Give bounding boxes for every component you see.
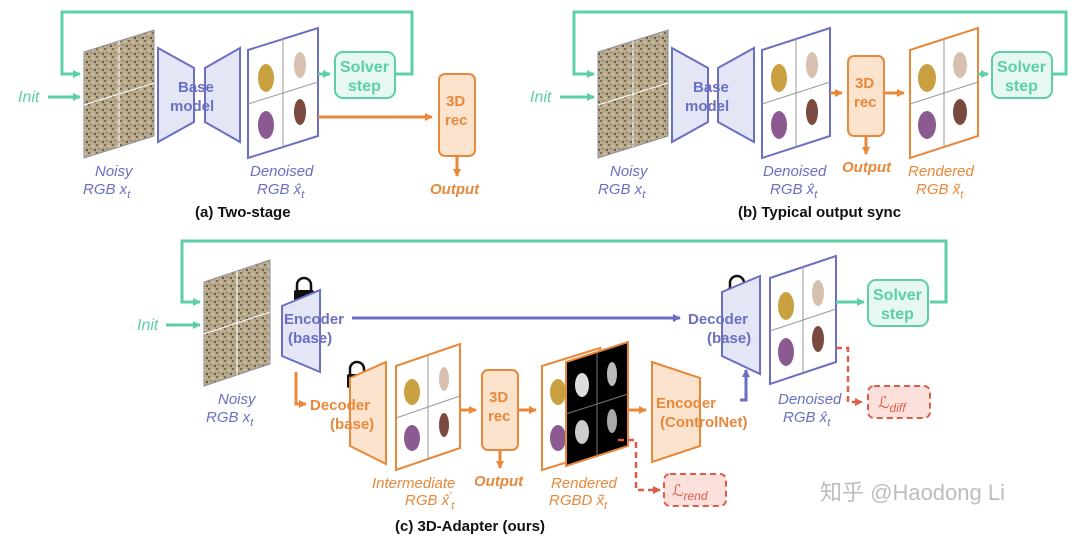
solver-step-c (867, 279, 929, 327)
watermark: 知乎 @Haodong Li (820, 480, 1005, 505)
controlnet-label-1: Encoder (656, 395, 716, 412)
encoder-controlnet (651, 360, 701, 464)
output-label-a: Output (430, 181, 480, 198)
rendered-label-c-2: RGBD x̃t (549, 492, 608, 512)
solver-label-a-2: step (348, 78, 381, 95)
solver-label-b-1: Solver (997, 59, 1046, 76)
arrow-encoder-to-decoder-low (294, 372, 307, 408)
caption-a: (a) Two-stage (195, 204, 291, 221)
encoder-base-label-2: (base) (288, 330, 332, 347)
output-label-c: Output (474, 473, 524, 490)
rendered-image-b (909, 26, 979, 160)
init-label-b: Init (530, 89, 552, 106)
arrow-to-loss-diff (836, 346, 863, 406)
denoised-label-a-2: RGB x̂t (257, 181, 305, 201)
panel-3d-adapter: Init Noisy RGB xt Encoder (base) Decoder… (137, 239, 948, 535)
decoder-low-label-2: (base) (330, 416, 374, 433)
noisy-label-b-2: RGB xt (598, 181, 646, 201)
loop-arrow-a (60, 10, 414, 78)
solver-label-c-1: Solver (873, 287, 922, 304)
denoised-image-b (761, 26, 831, 160)
denoised-label-b-2: RGB x̂t (770, 181, 818, 201)
decoder-top-label-2: (base) (707, 330, 751, 347)
rec-label-b-2: rec (854, 94, 877, 111)
base-model-label-a-2: model (170, 98, 214, 115)
base-model-label-b-2: model (685, 98, 729, 115)
denoised-label-a-1: Denoised (250, 163, 314, 180)
caption-b: (b) Typical output sync (738, 204, 901, 221)
decoder-top-label-1: Decoder (688, 311, 748, 328)
noisy-label-a-1: Noisy (95, 163, 134, 180)
rec-label-c-1: 3D (489, 389, 508, 406)
decoder-base-low (349, 360, 387, 466)
base-model-b (671, 46, 755, 144)
init-label-a: Init (18, 89, 40, 106)
encoder-base-label-1: Encoder (284, 311, 344, 328)
encoder-base-top (281, 288, 321, 374)
rendered-rgbd-image-c (541, 340, 629, 472)
rendered-label-b-1: Rendered (908, 163, 975, 180)
loss-rend-box (663, 473, 727, 507)
denoised-label-c-1: Denoised (778, 391, 842, 408)
base-model-label-b-1: Base (693, 79, 729, 96)
rendered-label-b-2: RGB x̃t (916, 181, 964, 201)
init-label-c: Init (137, 317, 159, 334)
base-model-a (157, 46, 241, 144)
panel-two-stage: Init Noisy RGB xt Base model Denoised RG… (18, 10, 480, 221)
arrow-to-loss-rend (618, 438, 661, 494)
noisy-label-c-1: Noisy (218, 391, 257, 408)
intermediate-label-c-1: Intermediate (372, 475, 455, 492)
panel-output-sync: Init Noisy RGB xt Base model Denoised RG… (530, 10, 1068, 221)
output-label-b: Output (842, 159, 892, 176)
rec-label-b-1: 3D (855, 75, 874, 92)
noisy-label-c-2: RGB xt (206, 409, 254, 429)
noisy-image-c (203, 259, 271, 387)
caption-c: (c) 3D-Adapter (ours) (395, 518, 545, 535)
solver-label-c-2: step (881, 306, 914, 323)
intermediate-image-c (395, 342, 461, 472)
noisy-label-a-2: RGB xt (83, 181, 131, 201)
intermediate-label-c-2: RGB x̂′t (405, 490, 455, 512)
loss-diff-label: ℒdiff (878, 395, 907, 415)
solver-step-b (991, 51, 1053, 99)
solver-label-a-1: Solver (340, 59, 389, 76)
noisy-image-a (83, 29, 155, 159)
controlnet-label-2: (ControlNet) (660, 414, 747, 431)
noisy-image-b (597, 29, 669, 159)
denoised-image-a (247, 26, 319, 160)
loop-arrow-c (180, 239, 948, 306)
arrow-controlnet-to-decoder (740, 369, 750, 402)
loop-arrow-b (572, 10, 1068, 78)
loss-diff-box (867, 385, 931, 419)
rec-label-c-2: rec (488, 408, 511, 425)
denoised-label-c-2: RGB x̂t (783, 409, 831, 429)
rec-label-a-2: rec (445, 112, 468, 129)
solver-step-a (334, 51, 396, 99)
rendered-label-c-1: Rendered (551, 475, 618, 492)
loss-rend-label: ℒrend (672, 483, 708, 503)
base-model-label-a-1: Base (178, 79, 214, 96)
noisy-label-b-1: Noisy (610, 163, 649, 180)
denoised-image-c (769, 254, 837, 386)
denoised-label-b-1: Denoised (763, 163, 827, 180)
rec-label-a-1: 3D (446, 93, 465, 110)
decoder-low-label-1: Decoder (310, 397, 370, 414)
decoder-base-top (721, 274, 761, 376)
solver-label-b-2: step (1005, 78, 1038, 95)
